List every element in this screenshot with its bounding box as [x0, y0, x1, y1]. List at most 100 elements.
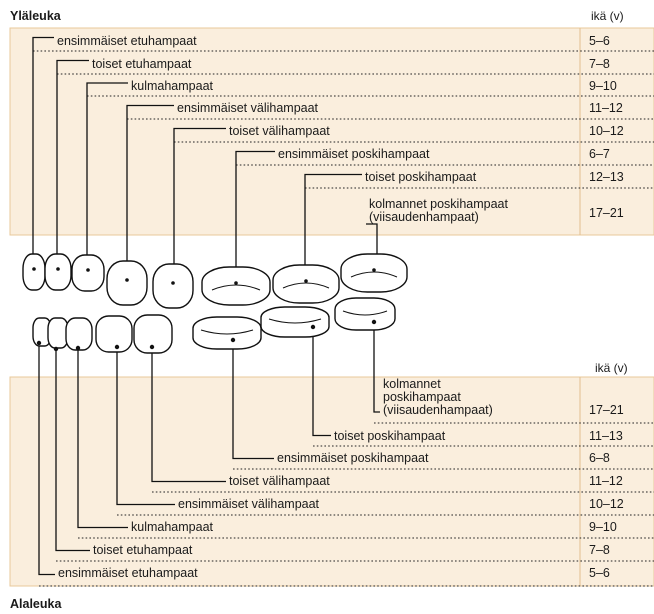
upper-row: kolmannet poskihampaat(viisaudenhampaat)…: [369, 197, 624, 224]
lower-leader-endpoint: [114, 344, 120, 350]
upper-row: ensimmäiset etuhampaat 5–6: [33, 34, 654, 52]
upper-row: toiset poskihampaat 12–13: [305, 170, 654, 189]
upper-row-age: 5–6: [589, 34, 610, 48]
upper-row-age: 10–12: [589, 124, 624, 138]
tooth-outline: [71, 254, 105, 292]
upper-row: toiset etuhampaat 7–8: [57, 57, 654, 75]
upper-teeth: [22, 253, 408, 309]
upper-rows: ensimmäiset etuhampaat 5–6 toiset etuhampa…: [33, 34, 654, 224]
lower-row-label: poskihampaat: [383, 390, 461, 404]
lower-row-label: toiset poskihampaat: [334, 429, 446, 443]
upper-row-label: ensimmäiset etuhampaat: [57, 34, 197, 48]
lower-row-label: ensimmäiset välihampaat: [178, 497, 320, 511]
upper-incisor-tooth: [44, 253, 72, 291]
lower-molar-tooth: [192, 316, 262, 350]
upper-leader-line: [32, 36, 54, 258]
upper-row: toiset välihampaat 10–12: [174, 124, 654, 143]
lower-teeth: [32, 297, 396, 354]
lower-row-label: ensimmäiset etuhampaat: [58, 566, 198, 580]
tooth-outline: [152, 263, 194, 309]
upper-row-label: toiset etuhampaat: [92, 57, 192, 71]
upper-leader-line: [56, 59, 89, 258]
upper-leader-line: [86, 82, 128, 256]
upper-row-age: 7–8: [589, 57, 610, 71]
lower-leader-endpoint: [230, 337, 236, 343]
lower-leader-endpoint: [149, 344, 155, 350]
lower-leader-endpoint: [75, 345, 81, 351]
upper-leader-line: [304, 173, 362, 266]
lower-leader-line: [55, 349, 90, 552]
lower-row-label: ensimmäiset poskihampaat: [277, 451, 429, 465]
lower-molar-tooth: [334, 297, 396, 331]
upper-leader-endpoint: [56, 267, 60, 271]
upper-molar-tooth: [201, 266, 271, 306]
lower-row: toiset poskihampaat 11–13: [313, 429, 654, 447]
lower-row: ensimmäiset välihampaat 10–12: [117, 497, 654, 516]
upper-row-age: 9–10: [589, 79, 617, 93]
lower-row-label: toiset etuhampaat: [93, 543, 193, 557]
tooth-outline: [340, 253, 408, 293]
lower-molar-tooth: [260, 306, 330, 338]
upper-canine-tooth: [71, 254, 105, 292]
lower-leader-endpoint: [371, 319, 377, 325]
upper-leader-line: [126, 104, 174, 262]
upper-row-label: toiset välihampaat: [229, 124, 330, 138]
lower-row-age: 11–12: [589, 474, 623, 488]
lower-row-label: kolmannet: [383, 377, 441, 391]
lower-leader-line: [116, 347, 175, 506]
tooth-outline: [260, 306, 330, 338]
upper-row-age: 17–21: [589, 206, 624, 220]
upper-leader-endpoint: [304, 279, 308, 283]
upper-leader-line: [173, 127, 226, 264]
leader-endpoints: [36, 319, 377, 352]
lower-leader-line: [312, 327, 331, 437]
tooth-outline: [44, 253, 72, 291]
lower-jaw-title: Alaleuka: [10, 597, 62, 611]
upper-leader-endpoint: [125, 278, 129, 282]
upper-row-label: (viisaudenhampaat): [369, 210, 479, 224]
upper-leader-endpoint: [234, 281, 238, 285]
upper-row-label: ensimmäiset välihampaat: [177, 101, 319, 115]
upper-leader-line: [235, 150, 275, 268]
upper-jaw-title: Yläleuka: [10, 9, 62, 23]
tooth-groove: [350, 271, 398, 278]
lower-row: toiset välihampaat 11–12: [152, 474, 654, 493]
tooth-groove: [268, 318, 322, 324]
lower-leader-endpoint: [310, 324, 316, 330]
lower-leader-endpoint: [36, 340, 42, 346]
tooth-outline: [192, 316, 262, 350]
lower-row-age: 9–10: [589, 520, 617, 534]
tooth-outline: [106, 260, 148, 306]
lower-row-age: 10–12: [589, 497, 624, 511]
lower-row-age: 11–13: [589, 429, 623, 443]
tooth-outline: [22, 253, 46, 291]
upper-row-age: 6–7: [589, 147, 610, 161]
lower-row-label: (viisaudenhampaat): [383, 403, 493, 417]
upper-row-label: kulmahampaat: [131, 79, 214, 93]
upper-premolar-tooth: [152, 263, 194, 309]
upper-row-label: kolmannet poskihampaat: [369, 197, 508, 211]
upper-molar-tooth: [340, 253, 408, 293]
upper-row-label: toiset poskihampaat: [365, 170, 477, 184]
lower-row-label: toiset välihampaat: [229, 474, 330, 488]
tooth-outline: [133, 314, 173, 354]
lower-canine-tooth: [65, 317, 93, 351]
lower-row-age: 17–21: [589, 403, 624, 417]
tooth-outline: [272, 264, 340, 304]
tooth-groove: [282, 282, 330, 289]
upper-row-age: 12–13: [589, 170, 624, 184]
lower-premolar-tooth: [133, 314, 173, 354]
lower-jaw-panel: ikä (v) kolmannetposkihampaat(viisaudenh…: [9, 361, 654, 611]
tooth-groove: [342, 310, 388, 316]
tooth-outline: [201, 266, 271, 306]
leader-lines: [32, 36, 380, 576]
lower-row-age: 5–6: [589, 566, 610, 580]
